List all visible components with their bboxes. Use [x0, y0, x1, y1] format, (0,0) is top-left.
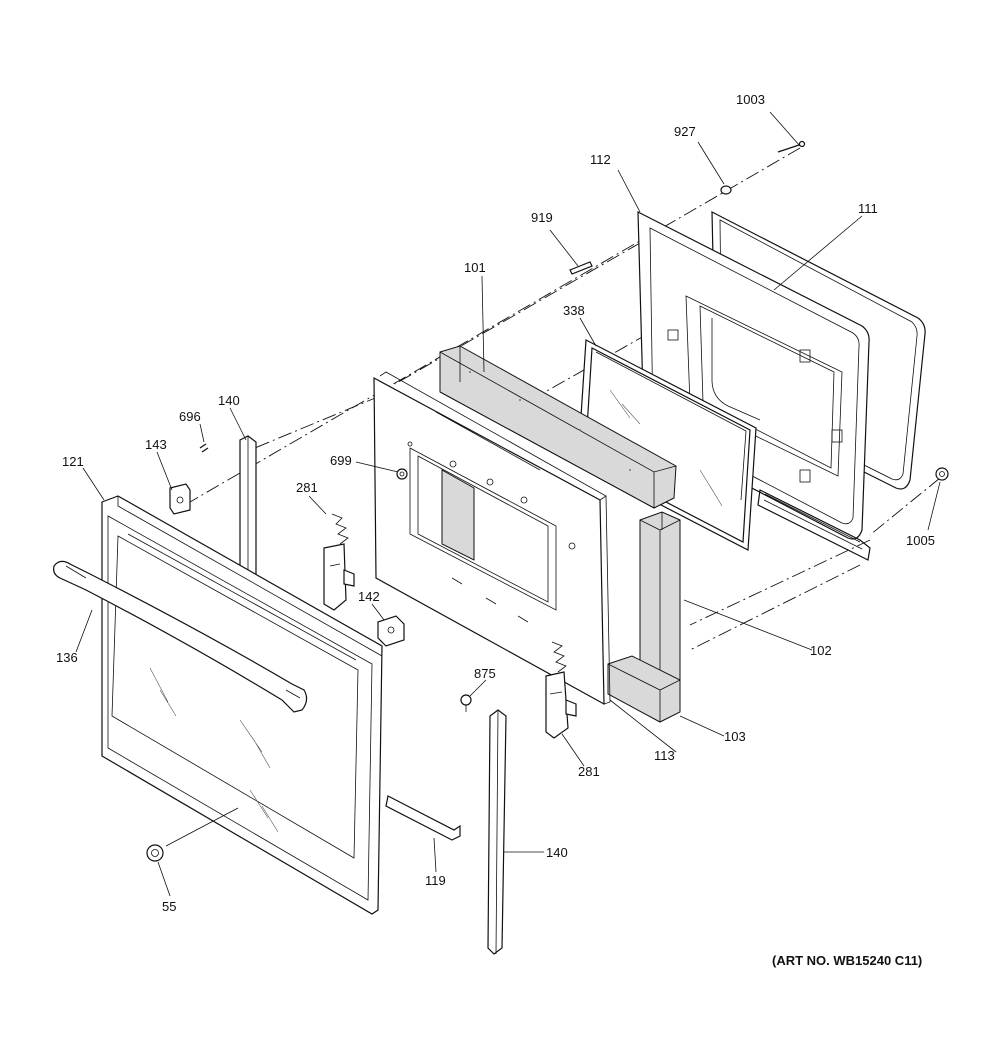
- side-trim-left: [239, 435, 257, 581]
- clip-142: [377, 615, 405, 647]
- door-handle: [53, 560, 308, 713]
- door-gasket-frame: [711, 211, 926, 490]
- part-label-281-top: 281: [296, 480, 318, 495]
- part-label-121: 121: [62, 454, 84, 469]
- pin-696: [199, 443, 209, 453]
- side-trim-bottom: [487, 709, 507, 955]
- hinge-upper: [323, 513, 355, 611]
- part-label-919: 919: [531, 210, 553, 225]
- part-label-113: 113: [654, 748, 675, 763]
- hinge-lower: [545, 641, 577, 739]
- part-label-112: 112: [590, 152, 611, 167]
- leader-lines: [75, 111, 941, 897]
- part-label-102: 102: [810, 643, 832, 658]
- part-label-140-bottom: 140: [546, 845, 568, 860]
- part-label-143: 143: [145, 437, 167, 452]
- part-label-103: 103: [724, 729, 746, 744]
- insulation-bottom: [607, 655, 681, 723]
- door-liner: [373, 371, 611, 706]
- vent-strip: [385, 795, 461, 841]
- part-label-55: 55: [162, 899, 176, 914]
- insulation-side: [639, 511, 681, 689]
- part-label-696: 696: [179, 409, 201, 424]
- part-label-140-top: 140: [218, 393, 240, 408]
- part-label-111: 111: [858, 201, 878, 216]
- fasteners: [396, 140, 949, 712]
- hinge-bracket: [169, 483, 191, 515]
- part-label-699: 699: [330, 453, 352, 468]
- art-number: (ART NO. WB15240 C11): [772, 953, 922, 968]
- part-label-1005: 1005: [906, 533, 935, 548]
- part-label-136: 136: [56, 650, 78, 665]
- part-label-338: 338: [563, 303, 585, 318]
- part-label-281-bottom: 281: [578, 764, 600, 779]
- part-label-875: 875: [474, 666, 496, 681]
- insulation-top: [439, 345, 677, 509]
- outer-door-panel: [101, 495, 383, 915]
- bumper: [146, 844, 164, 862]
- part-label-101: 101: [464, 260, 486, 275]
- part-label-119: 119: [425, 873, 446, 888]
- part-labels: 1003 927 112 111 919 101 338 140 696 143…: [56, 92, 935, 914]
- part-label-142: 142: [358, 589, 380, 604]
- part-label-1003: 1003: [736, 92, 765, 107]
- part-label-927: 927: [674, 124, 696, 139]
